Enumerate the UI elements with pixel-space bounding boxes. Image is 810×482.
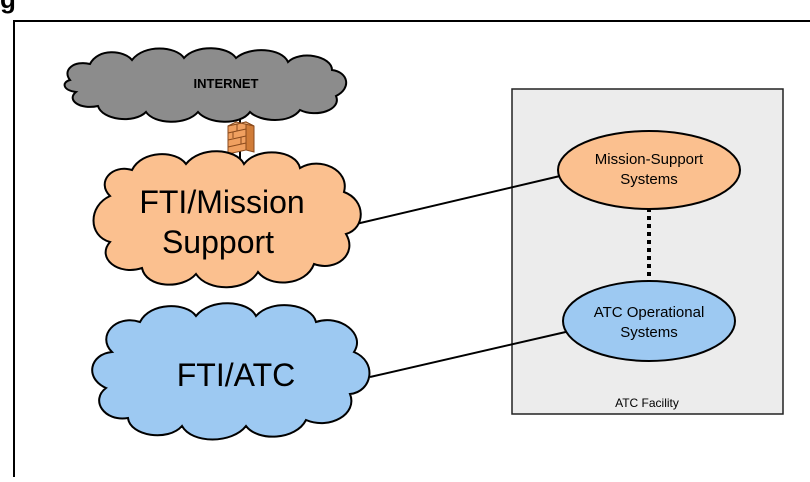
mission-support-systems-label-line2: Systems [620,171,678,188]
connector-mission-support [355,175,561,225]
connector-atc [369,330,571,378]
mission-support-systems-node: Mission-Support Systems [557,130,741,210]
atc-operational-systems-node: ATC Operational Systems [562,280,736,362]
mission-support-systems-label-line1: Mission-Support [595,151,704,168]
internet-cloud: INTERNET [63,47,347,123]
atc-facility-label: ATC Facility [615,396,679,410]
figure-title-fragment: g [0,0,16,14]
atc-operational-systems-label-line2: Systems [620,324,678,341]
fti-mission-support-cloud: FTI/Mission Support [92,150,362,289]
fti-atc-label: FTI/ATC [177,357,296,393]
fti-atc-cloud: FTI/ATC [91,302,371,441]
atc-operational-systems-label-line1: ATC Operational [594,304,705,321]
fti-mission-support-label-line2: Support [162,224,274,260]
fti-mission-support-label-line1: FTI/Mission [139,184,304,220]
firewall-icon [227,121,255,155]
internet-label: INTERNET [194,76,259,91]
